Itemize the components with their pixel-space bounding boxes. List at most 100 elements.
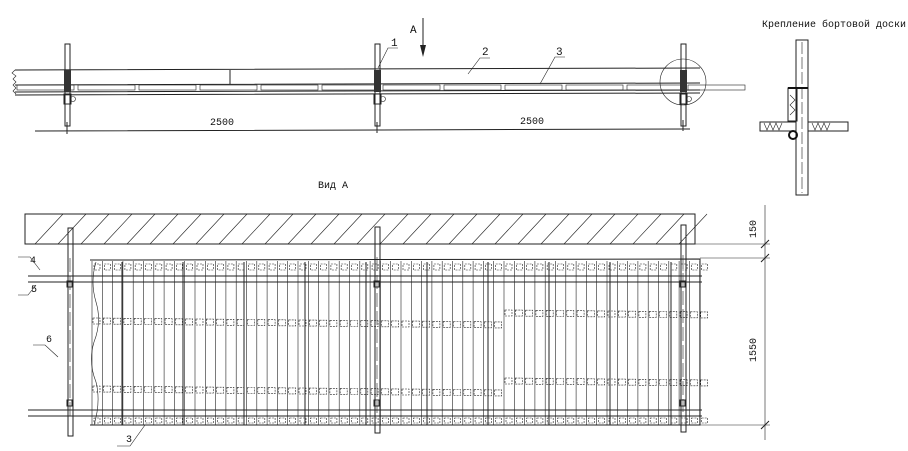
- hatch-line: [540, 213, 570, 245]
- cleat-nails: [92, 385, 101, 393]
- deck-board: [626, 84, 685, 91]
- plank-nail-bottom: [649, 417, 657, 424]
- hatch-line: [218, 213, 248, 245]
- cleat-nails: [278, 387, 286, 395]
- hatch-line: [241, 213, 271, 245]
- leader-2: [467, 57, 490, 75]
- hatch-line: [471, 213, 501, 245]
- plank-nail-bottom: [557, 417, 564, 424]
- coupler-top: [66, 280, 73, 288]
- cleat-nails: [195, 386, 204, 394]
- plank-nail-top: [217, 263, 224, 271]
- cleat-nails: [545, 378, 554, 385]
- plank-nail-top: [588, 263, 595, 271]
- plank-nail-bottom: [320, 417, 327, 424]
- cleat-nails: [236, 319, 245, 326]
- plank-nail-top: [176, 263, 183, 271]
- cleat-nails: [298, 319, 307, 327]
- dimension-2500-left: 2500: [210, 118, 234, 129]
- plank-nail-top: [237, 263, 245, 271]
- plank-nail-bottom: [176, 417, 183, 424]
- cleat-nails: [226, 318, 235, 326]
- plank-nail-bottom: [598, 417, 606, 424]
- plank-nail-top: [505, 263, 513, 271]
- cleat-nails: [679, 379, 688, 387]
- plank-nail-top: [639, 263, 647, 271]
- plank-nail-top: [279, 263, 286, 271]
- break-line: [91, 261, 99, 426]
- coupler: [373, 93, 382, 105]
- dimension-1550: 1550: [749, 338, 760, 362]
- plank-nail-bottom: [670, 417, 678, 424]
- cleat-nails: [504, 377, 513, 385]
- dimension-ticks: [760, 239, 770, 430]
- cleat-nails: [597, 310, 606, 318]
- hatch-line: [448, 213, 478, 245]
- plank-nail-top: [691, 263, 698, 271]
- hatch-line: [80, 213, 110, 245]
- cleat-nails: [463, 389, 472, 396]
- plank-nail-top: [196, 263, 204, 271]
- plank-nail-bottom: [526, 417, 533, 424]
- plank-nail-bottom: [134, 417, 142, 424]
- plank-nail-top: [443, 263, 451, 271]
- cleat-nails: [442, 389, 451, 396]
- standards: [66, 224, 687, 437]
- plank-nail-bottom: [340, 417, 348, 424]
- cleat-nails: [339, 320, 348, 327]
- plank-nail-bottom: [618, 417, 626, 424]
- cleat-nails: [525, 377, 533, 385]
- callout-1: 1: [391, 38, 398, 50]
- callout-5: 5: [31, 285, 37, 296]
- cleat-nails: [226, 386, 235, 394]
- plank-nail-bottom: [464, 417, 472, 424]
- leader-4: [18, 256, 41, 271]
- cleat-nails: [607, 378, 616, 386]
- plank-nail-bottom: [248, 417, 255, 424]
- plank-nail-top: [289, 263, 297, 271]
- plank-nail-top: [433, 263, 441, 271]
- plank-nail-top: [526, 263, 533, 271]
- cleat-nails: [535, 309, 544, 317]
- hatch-line: [333, 213, 363, 245]
- cleat-nails: [638, 310, 647, 318]
- deck-board: [504, 84, 563, 91]
- plank-nail-bottom: [412, 417, 420, 424]
- hatch-line: [172, 213, 202, 245]
- plank-nail-top: [207, 263, 214, 271]
- bolt-icon: [686, 96, 692, 102]
- cleat-nails: [617, 310, 626, 318]
- cleat-nails: [391, 388, 400, 396]
- cleat-nails: [494, 321, 503, 329]
- detail-circle: [659, 58, 707, 106]
- plank-nail-top: [649, 263, 657, 271]
- plank-nail-top: [299, 263, 307, 271]
- break-line-left: [11, 69, 17, 95]
- plank-nail-top: [464, 263, 472, 271]
- cleat-nails: [690, 379, 698, 387]
- deck-boards: [16, 84, 746, 91]
- coupler-bottom: [679, 399, 686, 407]
- cleat-nails: [514, 309, 523, 317]
- cleat-nails: [329, 319, 338, 327]
- plank-nail-bottom: [691, 417, 698, 424]
- plank-nail-bottom: [536, 417, 544, 424]
- plank-nail-top: [227, 263, 235, 271]
- cleat-nails: [185, 386, 193, 394]
- cleat-nails: [144, 386, 152, 393]
- plank-nail-top: [93, 263, 101, 271]
- cleat-nails: [690, 311, 698, 319]
- cleat-nails: [278, 319, 286, 327]
- plank-nail-top: [557, 263, 564, 271]
- dimension-2500-right: 2500: [520, 117, 544, 128]
- plank-nail-bottom: [196, 417, 204, 424]
- plank-nail-top: [412, 263, 420, 271]
- plank-nail-top: [340, 263, 348, 271]
- cleat-nails: [576, 310, 585, 318]
- bolt-icon: [70, 96, 76, 102]
- cleat-nails: [587, 310, 595, 318]
- plank-nail-bottom: [124, 417, 132, 424]
- coupler-bottom: [373, 399, 380, 407]
- plank-nail-top: [309, 263, 317, 271]
- cleat-nails: [566, 310, 575, 317]
